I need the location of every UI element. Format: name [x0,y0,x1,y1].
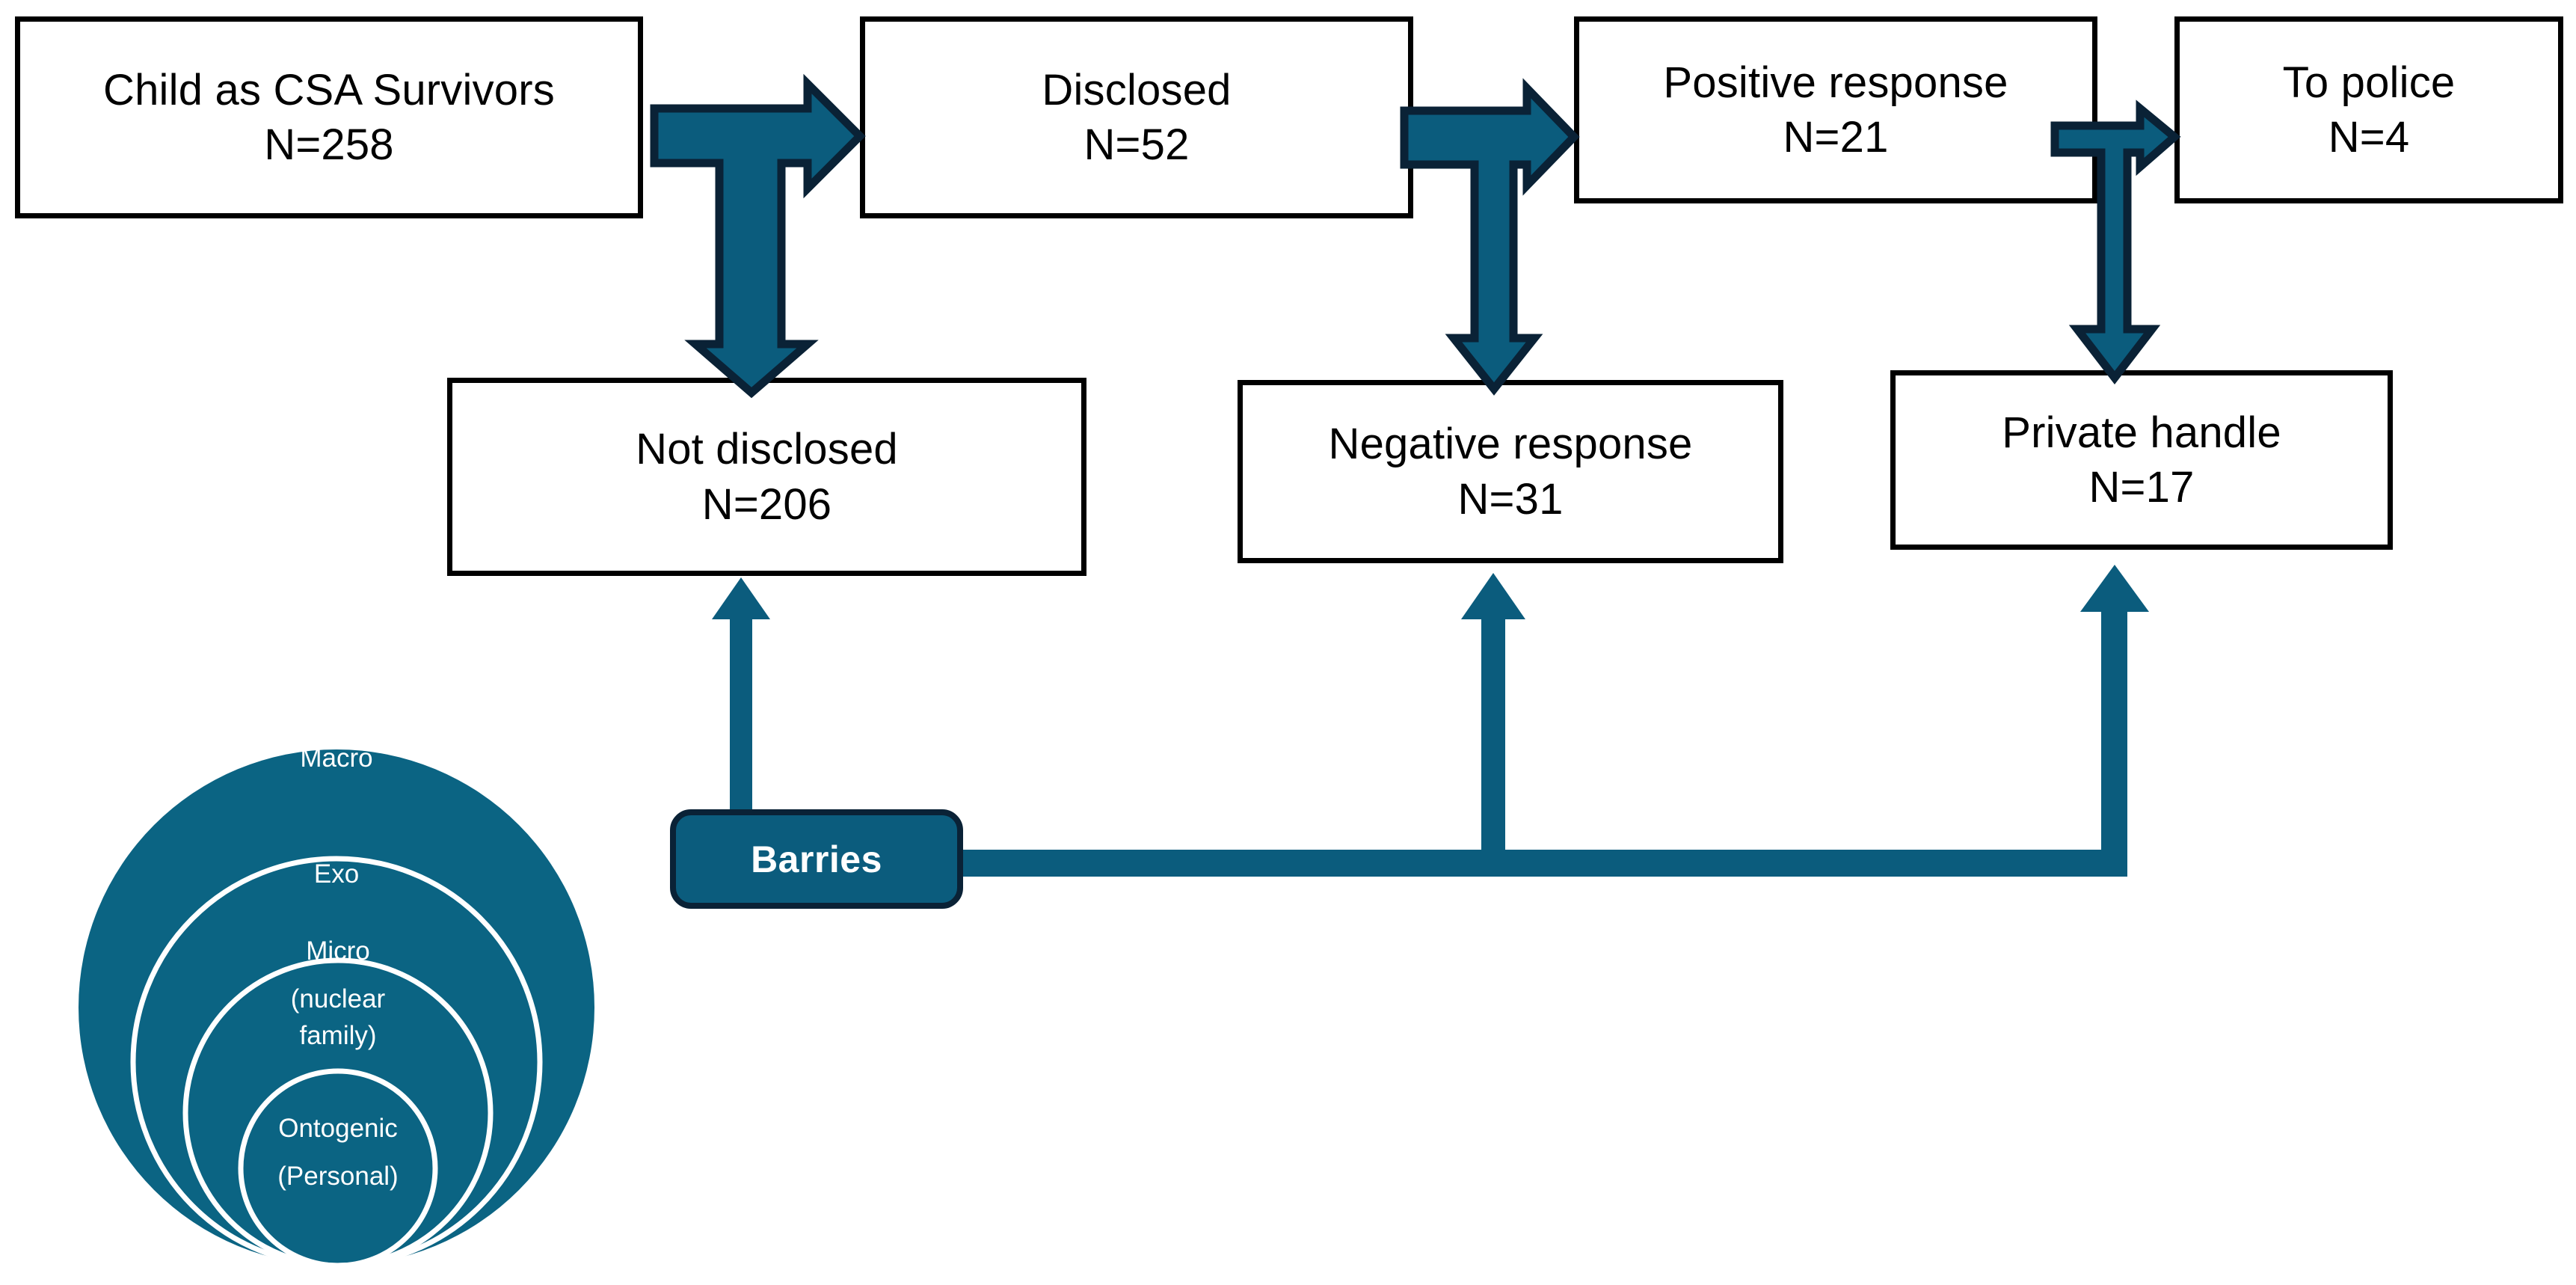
circle-label-ontogenic: Ontogenic (Personal) [263,1111,413,1195]
node-label: Child as CSA Survivors [103,65,555,114]
node-count: N=21 [1783,113,1889,162]
node-label: Disclosed [1042,65,1232,114]
circle-label-micro: Micro (nuclear family) [278,933,398,1054]
node-count: N=258 [264,120,394,169]
split-arrow-survivors [650,73,866,399]
node-count: N=52 [1083,120,1190,169]
node-label: Not disclosed [636,425,898,474]
node-child-as-csa-survivors: Child as CSA Survivors N=258 [15,16,643,218]
circle-label-exo: Exo [284,856,389,892]
circle-label-line: (Personal) [277,1162,399,1192]
circle-exo [130,856,543,1269]
circle-label-line: (nuclear [290,984,386,1014]
barrier-label-box[interactable]: Barries [670,809,963,909]
node-disclosed: Disclosed N=52 [860,16,1413,218]
node-label: Negative response [1328,420,1693,469]
circle-label-line: Exo [313,859,360,889]
barrier-trunk-line [950,850,2127,877]
circle-label-line: Ontogenic [278,1114,398,1143]
node-private-handle: Private handle N=17 [1890,370,2393,550]
barrier-arrow-negative-response [1461,573,1525,877]
barrier-label: Barries [751,838,882,880]
node-to-police: To police N=4 [2174,16,2563,203]
node-label: Private handle [2002,408,2281,457]
node-label: Positive response [1663,58,2008,107]
node-negative-response: Negative response N=31 [1238,380,1783,563]
node-count: N=31 [1457,474,1564,524]
node-count: N=17 [2088,463,2195,512]
barrier-arrow-not-disclosed [712,577,770,809]
node-count: N=4 [2328,113,2410,162]
node-count: N=206 [701,479,832,529]
split-arrow-disclosed [1400,78,1580,396]
circle-label-line: Macro [300,743,373,773]
node-not-disclosed: Not disclosed N=206 [447,378,1086,576]
circle-label-line: family) [299,1020,377,1050]
node-positive-response: Positive response N=21 [1574,16,2097,203]
node-label: To police [2282,58,2456,107]
circle-label-line: Micro [306,936,370,966]
circle-label-macro: Macro [277,740,396,776]
barrier-arrow-private-handle [2080,565,2149,877]
